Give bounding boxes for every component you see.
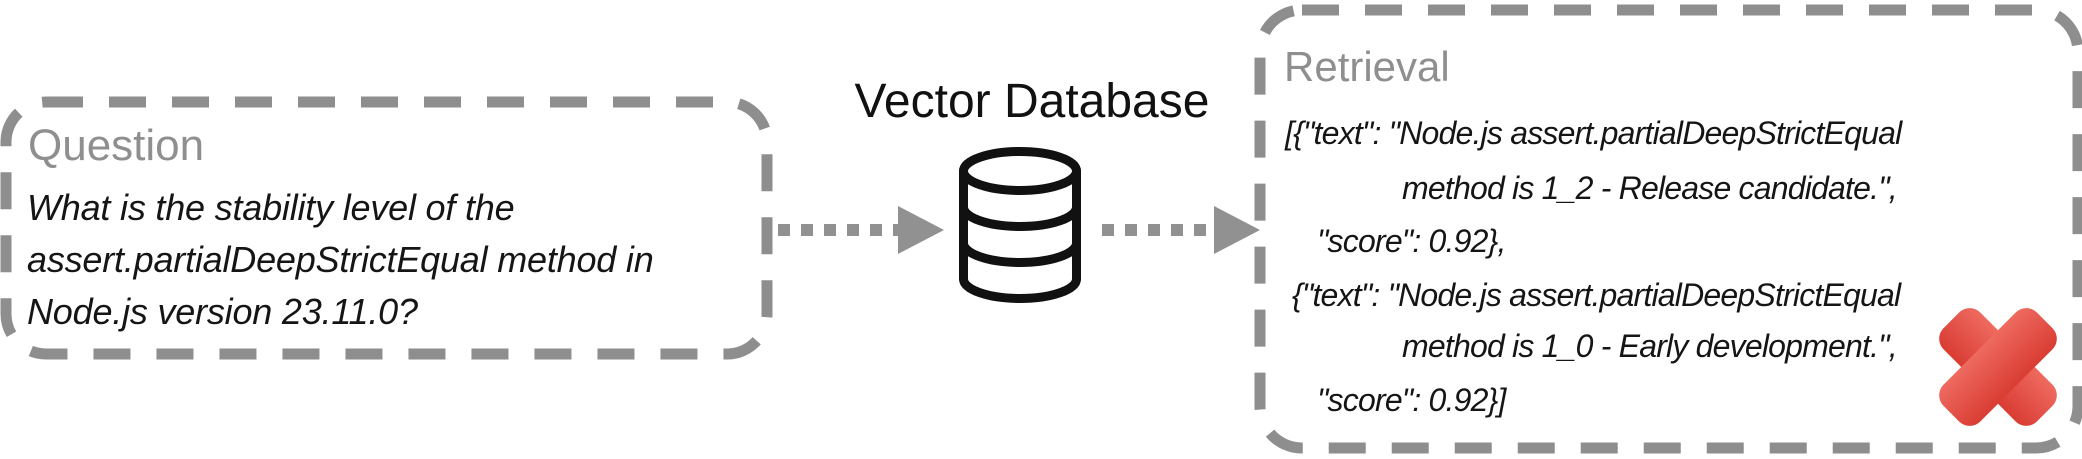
retrieval-result-line: "score": 0.92}]	[1317, 382, 1506, 418]
question-text-line: Node.js version 23.11.0?	[27, 291, 418, 332]
retrieval-result-line: "score": 0.92},	[1317, 223, 1506, 259]
red-cross-mark-icon	[1939, 308, 2057, 426]
retrieval-result-line: [{"text": "Node.js assert.partialDeepStr…	[1285, 115, 1902, 151]
vector-database-label: Vector Database	[854, 75, 1210, 128]
retrieval-result-line: {"text": "Node.js assert.partialDeepStri…	[1292, 277, 1901, 313]
question-text-line: assert.partialDeepStrictEqual method in	[27, 239, 654, 280]
question-text-line: What is the stability level of the	[27, 187, 515, 228]
dotted-arrow-right-icon	[1102, 206, 1260, 254]
retrieval-box-title: Retrieval	[1284, 43, 1450, 90]
retrieval-result-line: method is 1_0 - Early development.",	[1402, 328, 1898, 364]
dotted-arrow-right-icon	[778, 206, 944, 254]
question-box-title: Question	[28, 121, 205, 170]
retrieval-box-border	[1254, 4, 2082, 454]
database-cylinder-icon	[959, 147, 1081, 303]
retrieval-result-line: method is 1_2 - Release candidate.",	[1402, 170, 1898, 206]
question-box-border	[0, 96, 773, 360]
